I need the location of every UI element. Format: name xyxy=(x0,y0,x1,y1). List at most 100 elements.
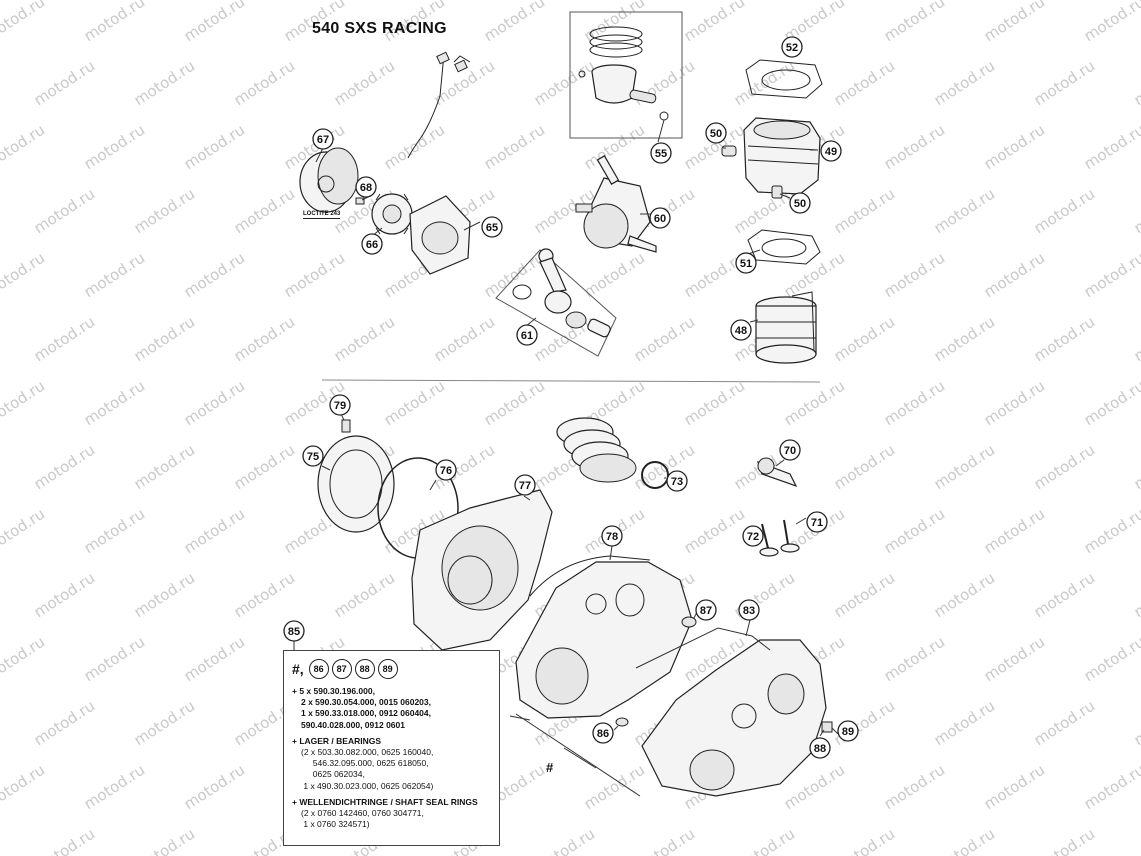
kit-part-87: 87 xyxy=(331,659,352,679)
callout-61: 61 xyxy=(516,324,538,346)
callout-label: 67 xyxy=(317,134,329,146)
callout-label: 87 xyxy=(700,605,712,617)
callout-label: 68 xyxy=(360,182,372,194)
kit-section-parts: + 5 x 590.30.196.000, 2 x 590.30.054.000… xyxy=(292,686,493,731)
callout-78: 78 xyxy=(601,525,623,547)
callout-label: 55 xyxy=(655,148,667,160)
callout-83: 83 xyxy=(738,599,760,621)
callout-label: 51 xyxy=(740,258,752,270)
callout-label: 60 xyxy=(654,213,666,225)
callout-label: 61 xyxy=(521,330,533,342)
diagram-title: 540 SXS RACING xyxy=(312,20,447,37)
ignition-cover xyxy=(409,195,471,275)
flywheel xyxy=(299,147,359,213)
head-gasket xyxy=(745,59,823,99)
callout-label: 49 xyxy=(825,146,837,158)
callout-49: 49 xyxy=(820,140,842,162)
callout-label: 85 xyxy=(288,626,300,638)
callout-85: 85 xyxy=(283,620,305,642)
callout-50: 50 xyxy=(789,192,811,214)
callout-70: 70 xyxy=(779,439,801,461)
valves xyxy=(759,519,800,557)
crankcase-left xyxy=(515,555,693,719)
kit-part-86: 86 xyxy=(308,659,329,679)
kit-part-88: 88 xyxy=(354,659,375,679)
piston-kit-frame xyxy=(569,11,683,139)
ring-compressor xyxy=(755,291,817,364)
callout-label: 89 xyxy=(842,726,854,738)
callout-label: 71 xyxy=(811,517,823,529)
screw xyxy=(341,419,351,433)
bearing xyxy=(681,616,697,628)
callout-72: 72 xyxy=(742,525,764,547)
callout-label: 52 xyxy=(786,42,798,54)
callout-55: 55 xyxy=(650,142,672,164)
piston-rings xyxy=(589,26,643,58)
kit-part-89: 89 xyxy=(377,659,398,679)
kit-line: 0625 062034, xyxy=(301,769,365,780)
callout-label: 72 xyxy=(747,531,759,543)
callout-68: 68 xyxy=(355,176,377,198)
callout-75: 75 xyxy=(302,445,324,467)
kit-section-seals: + WELLENDICHTRINGE / SHAFT SEAL RINGS (2… xyxy=(292,797,493,831)
callout-65: 65 xyxy=(481,216,503,238)
stator xyxy=(371,193,413,235)
cylinder xyxy=(721,117,821,199)
callout-label: 75 xyxy=(307,451,319,463)
callout-48: 48 xyxy=(730,319,752,341)
kit-line: 1 x 590.33.018.000, 0912 060404, xyxy=(301,708,431,719)
o-ring xyxy=(641,461,669,489)
kit-line: 1 x 0760 324571) xyxy=(301,819,370,830)
kit-header: #, 86 87 88 89 xyxy=(292,657,493,681)
loctite-note: LOCTITE 243 xyxy=(303,211,341,219)
kit-line: 2 x 590.30.054.000, 0015 060203, xyxy=(301,697,431,708)
callout-66: 66 xyxy=(361,233,383,255)
base-gasket xyxy=(747,229,821,265)
callout-label: 66 xyxy=(366,239,378,251)
kit-section-heading: + 5 x 590.30.196.000, xyxy=(292,686,375,696)
callout-52: 52 xyxy=(781,36,803,58)
callout-50: 50 xyxy=(705,122,727,144)
camshaft xyxy=(757,457,798,488)
kit-section-heading: + WELLENDICHTRINGE / SHAFT SEAL RINGS xyxy=(292,796,478,807)
callout-label: 78 xyxy=(606,531,618,543)
conrod-kit xyxy=(495,248,617,357)
outer-case-cover xyxy=(411,489,553,651)
callout-label: 88 xyxy=(814,743,826,755)
callout-label: 73 xyxy=(671,476,683,488)
callout-51: 51 xyxy=(735,252,757,274)
callout-60: 60 xyxy=(649,207,671,229)
clutch-discs xyxy=(556,417,637,483)
callout-label: 83 xyxy=(743,605,755,617)
kit-line: 1 x 490.30.023.000, 0625 062054) xyxy=(301,780,434,791)
kit-section-heading: + LAGER / BEARINGS xyxy=(292,735,382,746)
kit-line: 590.40.028.000, 0912 0601 xyxy=(301,719,405,730)
callout-label: 50 xyxy=(710,128,722,140)
callout-71: 71 xyxy=(806,511,828,533)
callout-67: 67 xyxy=(312,128,334,150)
callout-label: 70 xyxy=(784,445,796,457)
section-divider xyxy=(321,379,821,383)
callout-87: 87 xyxy=(695,599,717,621)
callout-77: 77 xyxy=(514,474,536,496)
callout-88: 88 xyxy=(809,737,831,759)
callout-label: 50 xyxy=(794,198,806,210)
callout-label: 79 xyxy=(334,400,346,412)
kit-line: 546.32.095.000, 0625 618050, xyxy=(301,758,429,769)
kit-section-bearings: + LAGER / BEARINGS (2 x 503.30.082.000, … xyxy=(292,736,493,792)
callout-label: 48 xyxy=(735,325,747,337)
callout-73: 73 xyxy=(666,470,688,492)
callout-label: 65 xyxy=(486,222,498,234)
kit-marker: # xyxy=(546,760,554,775)
callout-label: 77 xyxy=(519,480,531,492)
callout-89: 89 xyxy=(837,720,859,742)
clutch-cover xyxy=(317,435,395,533)
kit-line: (2 x 0760 142460, 0760 304771, xyxy=(301,808,424,819)
piston xyxy=(578,64,669,121)
leader-lines xyxy=(293,119,839,737)
callout-label: 86 xyxy=(597,728,609,740)
callout-label: 76 xyxy=(440,465,452,477)
gasket-kit-box: #, 86 87 88 89 + 5 x 590.30.196.000, 2 x… xyxy=(283,650,500,846)
kit-hash: #, xyxy=(292,661,304,677)
